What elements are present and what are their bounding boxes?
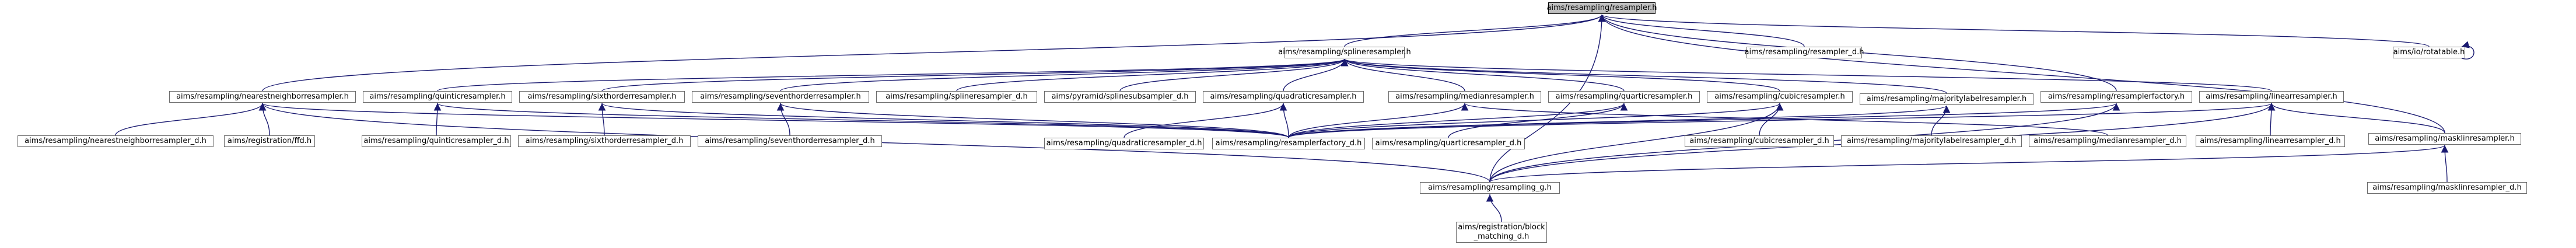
edge-24	[434, 103, 1289, 138]
edge-47	[1489, 145, 2448, 183]
edge-12	[1119, 58, 1349, 92]
edge-27	[776, 103, 790, 136]
node-medianresampler-d-h[interactable]: aims/resampling/medianresampler_d.h	[2029, 135, 2186, 147]
edge-18	[1341, 58, 2272, 92]
node-splineresampler-d-h[interactable]: aims/resampling/splineresampler_d.h	[876, 91, 1037, 103]
node-cubicresampler-d-h[interactable]: aims/resampling/cubicresampler_d.h	[1685, 135, 1834, 147]
edge-3	[1598, 14, 2430, 47]
edge-26	[598, 103, 1289, 138]
node-ffd-h[interactable]: aims/registration/ffd.h	[224, 135, 315, 147]
node-nearestneighborresampler-h[interactable]: aims/resampling/nearestneighborresampler…	[169, 91, 356, 103]
edge-25	[598, 103, 606, 136]
node-splinesubsampler-d-h[interactable]: aims/pyramid/splinesubsampler_d.h	[1044, 91, 1196, 103]
node-quinticresampler-d-h[interactable]: aims/resampling/quinticresampler_d.h	[362, 135, 511, 147]
block-matching-label-line1: aims/registration/block	[1458, 223, 1545, 232]
edge-14	[1340, 58, 1465, 92]
node-resamplerfactory-d-h[interactable]: aims/resampling/resamplerfactory_d.h	[1212, 138, 1365, 149]
node-majoritylabelresampler-d-h[interactable]: aims/resampling/majoritylabelresampler_d…	[1841, 135, 2022, 147]
node-cubicresampler-h[interactable]: aims/resampling/cubicresampler.h	[1707, 91, 1853, 103]
edge-48	[1486, 194, 1502, 222]
node-medianresampler-h[interactable]: aims/resampling/medianresampler.h	[1388, 91, 1541, 103]
node-nearestneighborresampler-d-h[interactable]: aims/resampling/nearestneighborresampler…	[18, 135, 214, 147]
node-linearresampler-d-h[interactable]: aims/resampling/linearresampler_d.h	[2196, 135, 2345, 147]
node-majoritylabelresampler-h[interactable]: aims/resampling/majoritylabelresampler.h	[1860, 93, 2034, 105]
node-resampler-h[interactable]: aims/resampling/resampler.h	[1546, 2, 1657, 14]
node-quarticresampler-h[interactable]: aims/resampling/quarticresampler.h	[1548, 91, 1700, 103]
node-quinticresampler-h[interactable]: aims/resampling/quinticresampler.h	[363, 91, 512, 103]
edge-32	[1461, 103, 2108, 136]
node-splineresampler-h[interactable]: aims/resampling/splineresampler.h	[1278, 47, 1411, 58]
node-rotatable-h[interactable]: aims/io/rotatable.h	[2393, 47, 2465, 58]
node-resampling-g-h[interactable]: aims/resampling/resampling_g.h	[1420, 182, 1560, 194]
edge-rotatable-self-loop	[2461, 41, 2474, 60]
edge-11	[956, 58, 1348, 92]
edge-34	[1288, 103, 1628, 138]
edge-28	[777, 103, 1289, 138]
edge-19	[115, 103, 267, 136]
edge-31	[1288, 103, 1469, 138]
edge-9	[601, 58, 1348, 92]
node-resamplerfactory-h[interactable]: aims/resampling/resamplerfactory.h	[2041, 91, 2192, 103]
edge-4	[262, 14, 1605, 92]
node-quarticresampler-d-h[interactable]: aims/resampling/quarticresampler_d.h	[1372, 138, 1525, 149]
node-seventhorderresampler-d-h[interactable]: aims/resampling/seventhorderresampler_d.…	[698, 135, 882, 147]
edge-38	[1931, 105, 1951, 136]
node-linearresampler-h[interactable]: aims/resampling/linearresampler.h	[2199, 91, 2344, 103]
edge-29	[1124, 103, 1287, 138]
node-quadraticresampler-d-h[interactable]: aims/resampling/quadraticresampler_d.h	[1044, 138, 1204, 149]
edge-8	[437, 58, 1348, 92]
edge-46	[2441, 145, 2449, 183]
node-sixthorderresampler-h[interactable]: aims/resampling/sixthorderresampler.h	[519, 91, 685, 103]
edge-10	[780, 58, 1348, 92]
edge-1	[1344, 14, 1606, 47]
edge-16	[1341, 58, 1780, 92]
node-sixthorderresampler-d-h[interactable]: aims/resampling/sixthorderresampler_d.h	[518, 135, 691, 147]
edge-21	[259, 103, 1289, 138]
block-matching-label-line2: _matching_d.h	[1474, 232, 1530, 241]
node-resampler-d-h[interactable]: aims/resampling/resampler_d.h	[1745, 47, 1864, 58]
edge-42	[2267, 103, 2276, 136]
edge-40	[1288, 103, 2120, 138]
edge-15	[1340, 58, 1625, 92]
node-block-matching-d-h[interactable]: aims/registration/block _matching_d.h	[1456, 222, 1547, 243]
edge-44	[1288, 103, 2275, 138]
node-quadraticresampler-h[interactable]: aims/resampling/quadraticresampler.h	[1203, 91, 1364, 103]
edge-30	[1279, 103, 1289, 138]
edge-36	[1288, 103, 1783, 138]
node-masklinresampler-h[interactable]: aims/resampling/masklinresampler.h	[2368, 133, 2521, 145]
edge-6	[1598, 14, 2445, 134]
edge-43	[2267, 103, 2445, 134]
edge-23	[433, 103, 442, 136]
edge-39	[1288, 105, 1950, 138]
edge-17	[1341, 58, 1947, 94]
edge-2	[1598, 14, 1805, 47]
node-masklinresampler-d-h[interactable]: aims/resampling/masklinresampler_d.h	[2367, 182, 2527, 194]
node-seventhorderresampler-h[interactable]: aims/resampling/seventhorderresampler.h	[692, 91, 869, 103]
